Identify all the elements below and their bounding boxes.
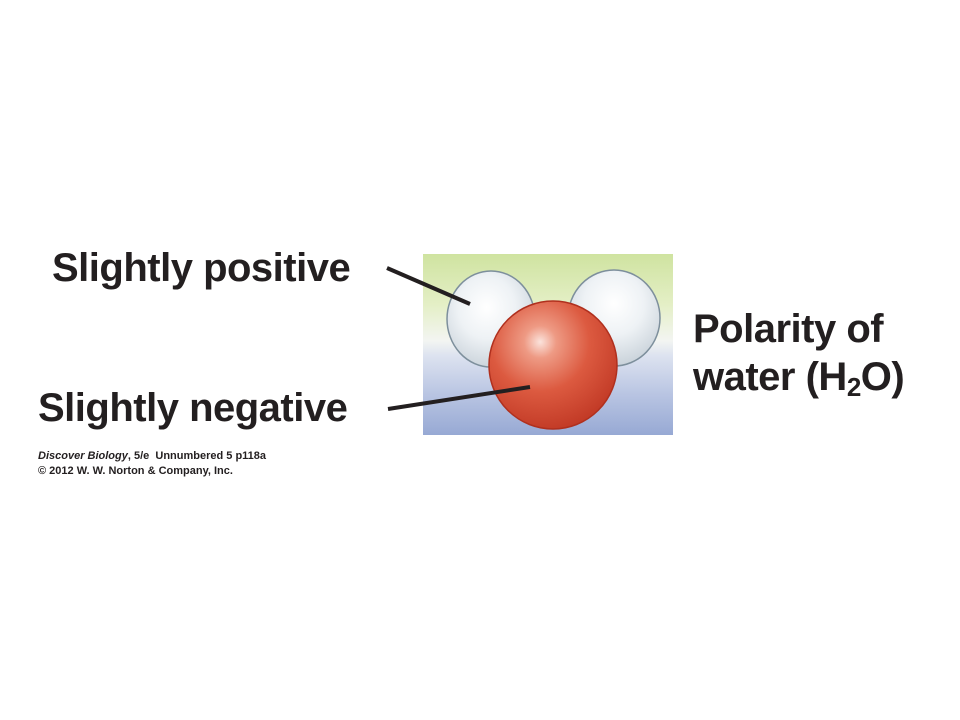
title-line-2-prefix: water (H — [693, 355, 847, 399]
title-line-2-suffix: O) — [860, 355, 905, 399]
figure-credit: Discover Biology, 5/e Unnumbered 5 p118a… — [38, 449, 266, 479]
credit-line-1: Discover Biology, 5/e Unnumbered 5 p118a — [38, 449, 266, 464]
negative-leader-line — [387, 385, 531, 411]
slightly-negative-label: Slightly negative — [38, 386, 348, 430]
slightly-positive-label: Slightly positive — [52, 246, 351, 290]
water-molecule — [446, 269, 661, 430]
oxygen-atom — [488, 300, 618, 430]
title-line-1: Polarity of — [693, 307, 884, 351]
title-subscript: 2 — [846, 372, 861, 402]
title-line-2: water (H2O) — [693, 353, 905, 402]
copyright-line: © 2012 W. W. Norton & Company, Inc. — [38, 465, 233, 477]
diagram-title: Polarity of water (H2O) — [693, 305, 905, 402]
edition-figure: , 5/e Unnumbered 5 p118a — [127, 450, 267, 462]
book-title: Discover Biology — [38, 450, 128, 462]
positive-leader-line — [386, 266, 471, 306]
